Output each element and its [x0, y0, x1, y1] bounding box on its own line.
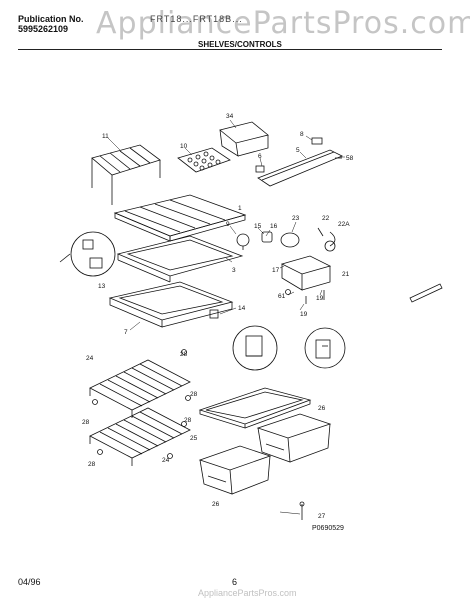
part-label: 34 [226, 113, 234, 120]
part-label: 13 [98, 283, 106, 290]
part-label: 15 [254, 223, 262, 230]
part-label: 14 [238, 305, 246, 312]
part-labels: 34 11 10 8 6 5 58 1 9 15 16 23 22 22A 13… [82, 113, 354, 532]
side-bracket [409, 283, 443, 303]
part-label: 26 [318, 405, 326, 412]
footer-watermark: AppliancePartsPros.com [198, 588, 297, 598]
publication-number: 5995262109 [18, 24, 69, 34]
part-label: 16 [270, 223, 278, 230]
part-label: 5 [296, 147, 300, 154]
light-assembly [236, 227, 336, 252]
part-label: 28 [184, 417, 192, 424]
part-label: 7 [124, 329, 128, 336]
part-label: 10 [180, 143, 188, 150]
part-label: 28 [180, 351, 188, 358]
inset-switch [304, 327, 346, 369]
part-label: 9 [226, 221, 230, 228]
part-label: 17 [272, 267, 280, 274]
crisper-cover [198, 387, 312, 429]
model-text: FRT18...FRT18B... [150, 14, 243, 24]
part-label: 3 [232, 267, 236, 274]
part-label: 22A [338, 221, 350, 228]
part-label: 26 [212, 501, 220, 508]
publication-label: Publication No. [18, 14, 84, 24]
watermark: AppliancePartsPros.com [96, 6, 470, 41]
leader-lines [107, 119, 345, 515]
butter-bin [219, 121, 269, 157]
figure-number: P0690529 [312, 525, 344, 532]
inset-damper [232, 325, 278, 371]
part-label: 23 [292, 215, 300, 222]
part-label: 58 [346, 155, 354, 162]
part-label: 25 [190, 435, 198, 442]
part-label: 28 [190, 391, 198, 398]
wire-shelf-top [91, 144, 161, 205]
egg-tray [177, 147, 231, 173]
part-label: 27 [318, 513, 326, 520]
part-label: 24 [86, 355, 94, 362]
control-bracket [255, 137, 343, 187]
part-label: 28 [88, 461, 96, 468]
wire-shelf-upper [89, 359, 191, 418]
part-label: 19 [300, 311, 308, 318]
part-label: 1 [238, 205, 242, 212]
part-label: 28 [82, 419, 90, 426]
control-box [280, 255, 332, 304]
part-label: 11 [102, 133, 109, 140]
shelf-brackets [92, 349, 191, 459]
part-label: 19 [316, 295, 324, 302]
lower-frame [108, 281, 234, 328]
shelf-frame [116, 235, 244, 283]
part-label: 8 [300, 131, 304, 138]
screw [299, 501, 305, 520]
inset-thermostat [59, 231, 116, 277]
crisper-drawer-left [198, 445, 272, 495]
footer-date: 04/96 [18, 577, 41, 587]
part-label: 22 [322, 215, 330, 222]
page-number: 6 [232, 577, 238, 587]
part-label: 21 [342, 271, 350, 278]
wire-shelf-lower [89, 407, 191, 466]
part-label: 24 [162, 457, 170, 464]
small-cap [209, 309, 219, 319]
part-label: 61 [278, 293, 286, 300]
header-rule [18, 49, 442, 50]
publication-info: Publication No. 5995262109 [18, 14, 84, 34]
crisper-drawer-right [256, 413, 332, 463]
section-title: SHELVES/CONTROLS [198, 40, 282, 49]
part-label: 6 [258, 153, 262, 160]
glass-shelf [113, 194, 247, 242]
